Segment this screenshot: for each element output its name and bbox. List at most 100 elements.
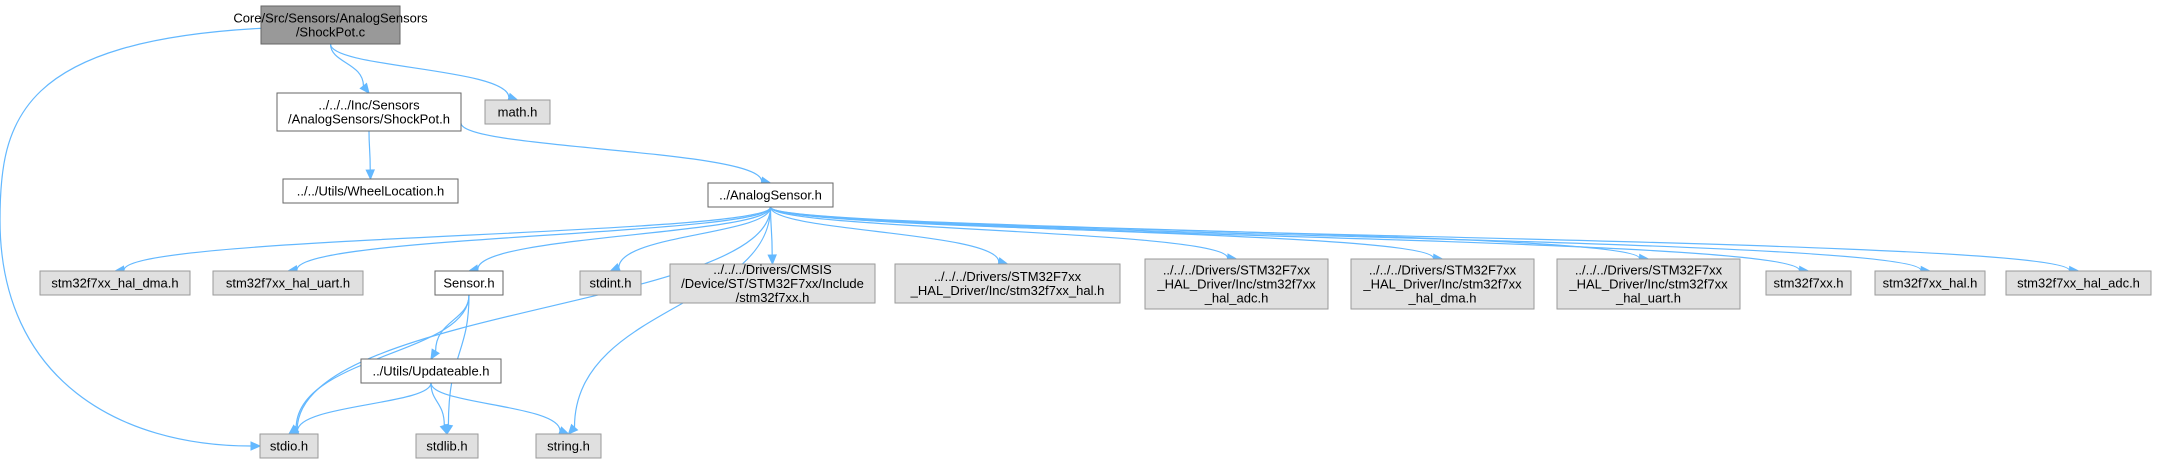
node-box (1556, 258, 1741, 310)
arrowhead-icon (567, 423, 579, 435)
arrowhead-icon (430, 348, 440, 361)
node-label-line: /stm32f7xx.h (736, 290, 810, 305)
node-box (260, 5, 401, 45)
arrowhead-icon (767, 254, 777, 266)
node-hal-uart-h[interactable]: stm32f7xx_hal_uart.h (212, 270, 364, 296)
edge-sensor-h-to-updateable-h (430, 294, 470, 361)
node-box (1765, 270, 1852, 296)
node-box (707, 182, 834, 208)
edge-line (295, 294, 470, 429)
edge-line (447, 294, 470, 426)
edge-line (329, 43, 365, 86)
node-box (579, 270, 642, 296)
node-box (415, 433, 479, 459)
node-hal-adc-h[interactable]: stm32f7xx_hal_adc.h (2005, 270, 2152, 296)
arrowhead-icon (250, 441, 262, 451)
arrowhead-icon (365, 169, 375, 181)
node-box (1350, 258, 1535, 310)
edge-line (329, 43, 510, 98)
node-drv-hal-h[interactable]: ../../../Drivers/STM32F7xx_HAL_Driver/In… (894, 263, 1121, 304)
node-box (669, 263, 876, 304)
node-stdio-h[interactable]: stdio.h (259, 433, 319, 459)
node-label-line: ../../../Drivers/STM32F7xx (1163, 263, 1311, 278)
node-label-line: /AnalogSensors/ShockPot.h (288, 112, 450, 127)
node-label-line: stm32f7xx.h (1773, 276, 1843, 291)
node-label-line: Core/Src/Sensors/AnalogSensors (233, 11, 428, 26)
node-label-line: _hal_uart.h (1615, 291, 1681, 306)
edge-line (430, 382, 561, 431)
node-label-line: ../../../Inc/Sensors (318, 98, 420, 113)
edge-line (296, 206, 772, 271)
node-stdint-h[interactable]: stdint.h (579, 270, 642, 296)
edge-analogsensor-h-to-drv-hal-adc-h (769, 206, 1238, 263)
edge-line (769, 206, 773, 256)
edge-line (618, 206, 772, 268)
node-label-line: stdlib.h (426, 439, 467, 454)
node-updateable-h[interactable]: ../Utils/Updateable.h (360, 358, 502, 384)
node-analogsensor-h[interactable]: ../AnalogSensor.h (707, 182, 834, 208)
edge-shockpot-h-to-analogsensor-h (460, 122, 772, 186)
nodes-layer: Core/Src/Sensors/AnalogSensors/ShockPot.… (39, 5, 2152, 459)
node-box (282, 178, 459, 204)
node-label-line: ../Utils/Updateable.h (372, 364, 489, 379)
node-label-line: ../../Utils/WheelLocation.h (297, 184, 444, 199)
node-drv-hal-dma-h[interactable]: ../../../Drivers/STM32F7xx_HAL_Driver/In… (1350, 258, 1535, 310)
edge-line (769, 206, 1000, 263)
node-drv-hal-uart-h[interactable]: ../../../Drivers/STM32F7xx_HAL_Driver/In… (1556, 258, 1741, 310)
edge-line (769, 206, 2071, 272)
edge-line (477, 206, 772, 270)
node-stdlib-h[interactable]: stdlib.h (415, 433, 479, 459)
node-label-line: stdint.h (590, 276, 632, 291)
node-box (259, 433, 319, 459)
edges-layer (0, 27, 2080, 451)
edge-line (0, 27, 268, 447)
node-box (894, 263, 1121, 304)
node-hal-dma-h[interactable]: stm32f7xx_hal_dma.h (39, 270, 191, 296)
edge-shockpot-c-to-stdio-h (0, 27, 268, 451)
node-drv-hal-adc-h[interactable]: ../../../Drivers/STM32F7xx_HAL_Driver/In… (1144, 258, 1329, 310)
node-label-line: stm32f7xx_hal.h (1883, 276, 1978, 291)
node-sensor-h[interactable]: Sensor.h (434, 270, 504, 296)
node-stm32f7xx-hal-h[interactable]: stm32f7xx_hal.h (1874, 270, 1986, 296)
edge-line (769, 206, 1801, 271)
edge-line (123, 206, 772, 271)
node-label-line: ../../../Drivers/CMSIS (713, 262, 832, 277)
node-box (484, 99, 551, 125)
node-wheellocation-h[interactable]: ../../Utils/WheelLocation.h (282, 178, 459, 204)
node-box (1874, 270, 1986, 296)
node-box (276, 92, 462, 132)
node-stm32f7xx-h[interactable]: stm32f7xx.h (1765, 270, 1852, 296)
node-cmsis-stm32f7xx-h[interactable]: ../../../Drivers/CMSIS/Device/ST/STM32F7… (669, 262, 876, 305)
node-label-line: ../../../Drivers/STM32F7xx (1369, 263, 1517, 278)
node-box (1144, 258, 1329, 310)
node-label-line: stm32f7xx_hal_uart.h (226, 276, 350, 291)
node-label-line: _hal_dma.h (1408, 291, 1477, 306)
edge-line (769, 206, 1435, 259)
edge-line (573, 206, 772, 428)
node-math-h[interactable]: math.h (484, 99, 551, 125)
arrowhead-icon (359, 82, 370, 94)
edge-updateable-h-to-stdio-h (287, 382, 432, 436)
node-shockpot-c[interactable]: Core/Src/Sensors/AnalogSensors/ShockPot.… (233, 5, 428, 45)
arrowhead-icon (439, 423, 449, 436)
node-label-line: stm32f7xx_hal_adc.h (2017, 276, 2140, 291)
node-label-line: ../../../Drivers/STM32F7xx (1575, 263, 1723, 278)
node-label-line: ../AnalogSensor.h (719, 188, 822, 203)
edge-shockpot-c-to-shockpot-h (329, 43, 370, 94)
edge-line (368, 130, 371, 171)
node-box (212, 270, 364, 296)
node-box (360, 358, 502, 384)
node-label-line: _HAL_Driver/Inc/stm32f7xx (1362, 277, 1522, 292)
node-label-line: stm32f7xx_hal_dma.h (51, 276, 178, 291)
edge-line (769, 206, 1229, 259)
node-shockpot-h[interactable]: ../../../Inc/Sensors/AnalogSensors/Shock… (276, 92, 462, 132)
node-label-line: stdio.h (270, 439, 308, 454)
edge-line (769, 206, 1922, 271)
edge-updateable-h-to-stdlib-h (430, 382, 449, 436)
edge-line (460, 122, 763, 182)
edge-line (430, 382, 445, 426)
node-box (535, 433, 602, 459)
node-string-h[interactable]: string.h (535, 433, 602, 459)
node-label-line: _HAL_Driver/Inc/stm32f7xx (1568, 277, 1728, 292)
